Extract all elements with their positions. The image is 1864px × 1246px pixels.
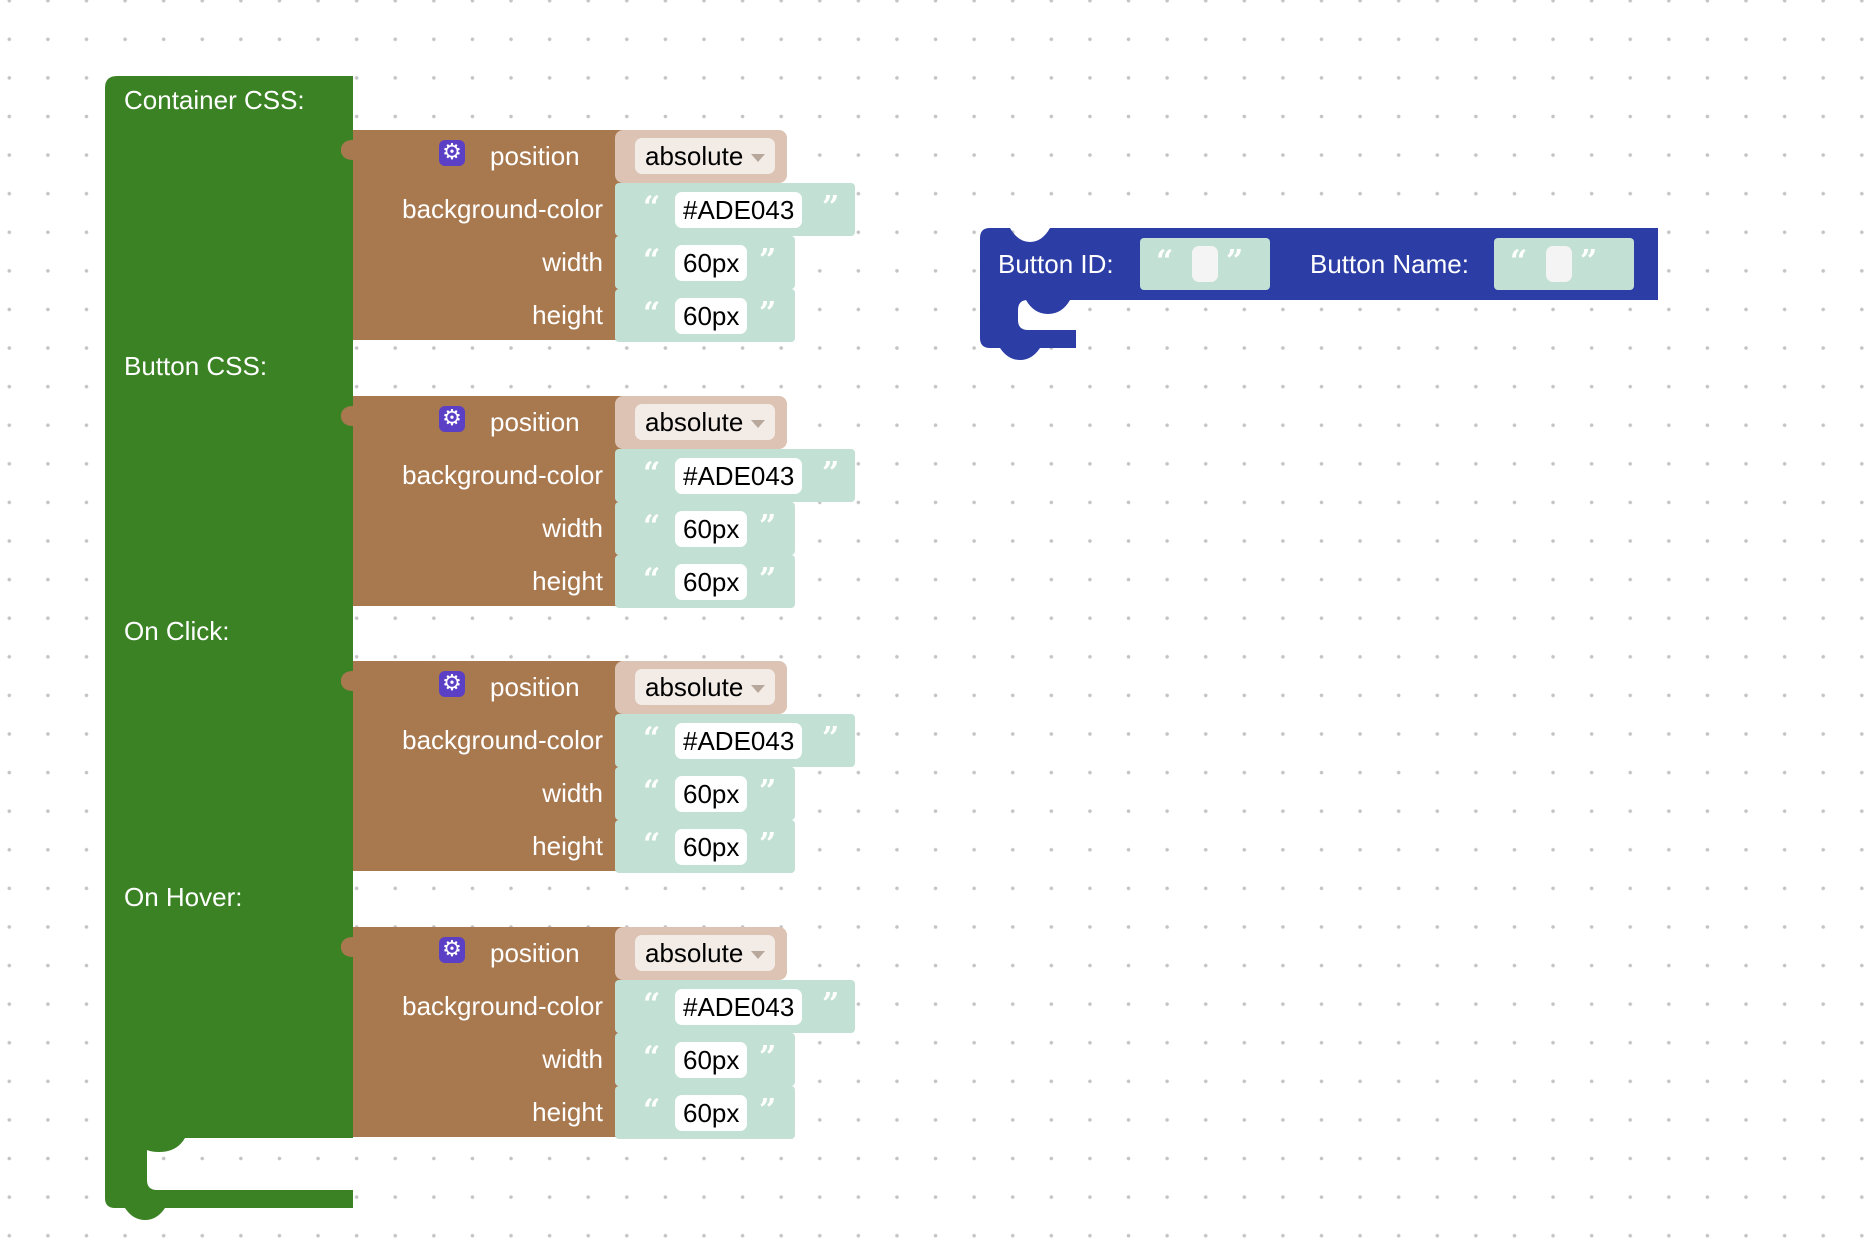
button-id-field[interactable]: [1192, 246, 1218, 282]
position-value: absolute: [645, 141, 744, 171]
width-label: width: [542, 778, 603, 808]
close-quote-icon: ”: [1226, 244, 1244, 279]
close-quote-icon: ”: [822, 190, 840, 225]
section-label: Container CSS:: [124, 85, 305, 115]
css-properties-block[interactable]: [341, 396, 623, 606]
open-quote-icon: “: [1510, 244, 1528, 279]
position-dropdown[interactable]: absolute: [635, 404, 776, 440]
css-properties-block[interactable]: [341, 661, 623, 871]
close-quote-icon: ”: [759, 509, 777, 544]
width-field[interactable]: 60px: [675, 776, 748, 812]
chevron-down-icon: [751, 154, 766, 163]
open-quote-icon: “: [643, 509, 661, 544]
position-value: absolute: [645, 407, 744, 437]
gear-icon[interactable]: ⚙: [439, 406, 465, 432]
width-label: width: [542, 247, 603, 277]
close-quote-icon: ”: [759, 827, 777, 862]
background-color-field[interactable]: #ADE043: [675, 989, 803, 1025]
background-color-label: background-color: [402, 725, 603, 755]
position-dropdown[interactable]: absolute: [635, 138, 776, 174]
button-id-label: Button ID:: [998, 249, 1114, 279]
gear-icon[interactable]: ⚙: [439, 140, 465, 166]
position-value: absolute: [645, 672, 744, 702]
close-quote-icon: ”: [759, 774, 777, 809]
open-quote-icon: “: [643, 296, 661, 331]
button-name-field[interactable]: [1546, 246, 1572, 282]
height-label: height: [532, 831, 603, 861]
position-label: position: [490, 938, 580, 968]
open-quote-icon: “: [643, 456, 661, 491]
open-quote-icon: “: [643, 190, 661, 225]
close-quote-icon: ”: [822, 456, 840, 491]
width-field[interactable]: 60px: [675, 245, 748, 281]
width-field[interactable]: 60px: [675, 1042, 748, 1078]
close-quote-icon: ”: [822, 721, 840, 756]
chevron-down-icon: [751, 951, 766, 960]
open-quote-icon: “: [643, 774, 661, 809]
close-quote-icon: ”: [759, 296, 777, 331]
height-field[interactable]: 60px: [675, 564, 748, 600]
close-quote-icon: ”: [759, 1093, 777, 1128]
open-quote-icon: “: [643, 721, 661, 756]
close-quote-icon: ”: [759, 562, 777, 597]
background-color-field[interactable]: #ADE043: [675, 192, 803, 228]
open-quote-icon: “: [643, 987, 661, 1022]
container-block[interactable]: [105, 76, 353, 1220]
close-quote-icon: ”: [759, 243, 777, 278]
gear-icon[interactable]: ⚙: [439, 671, 465, 697]
background-color-field[interactable]: #ADE043: [675, 458, 803, 494]
background-color-field[interactable]: #ADE043: [675, 723, 803, 759]
height-field[interactable]: 60px: [675, 298, 748, 334]
section-label: Button CSS:: [124, 351, 268, 381]
section-label: On Click:: [124, 616, 230, 646]
background-color-label: background-color: [402, 991, 603, 1021]
section-label: On Hover:: [124, 882, 243, 912]
width-label: width: [542, 513, 603, 543]
height-label: height: [532, 566, 603, 596]
open-quote-icon: “: [643, 1093, 661, 1128]
css-properties-block[interactable]: [341, 927, 623, 1137]
position-label: position: [490, 672, 580, 702]
open-quote-icon: “: [643, 827, 661, 862]
open-quote-icon: “: [643, 1040, 661, 1075]
background-color-label: background-color: [402, 460, 603, 490]
css-properties-block[interactable]: [341, 130, 623, 340]
close-quote-icon: ”: [822, 987, 840, 1022]
position-value: absolute: [645, 938, 744, 968]
button-name-label: Button Name:: [1310, 249, 1469, 279]
height-label: height: [532, 1097, 603, 1127]
close-quote-icon: ”: [1580, 244, 1598, 279]
chevron-down-icon: [751, 420, 766, 429]
background-color-label: background-color: [402, 194, 603, 224]
position-label: position: [490, 141, 580, 171]
width-label: width: [542, 1044, 603, 1074]
height-field[interactable]: 60px: [675, 829, 748, 865]
position-label: position: [490, 407, 580, 437]
position-dropdown[interactable]: absolute: [635, 935, 776, 971]
open-quote-icon: “: [1156, 244, 1174, 279]
open-quote-icon: “: [643, 562, 661, 597]
open-quote-icon: “: [643, 243, 661, 278]
close-quote-icon: ”: [759, 1040, 777, 1075]
width-field[interactable]: 60px: [675, 511, 748, 547]
gear-icon[interactable]: ⚙: [439, 937, 465, 963]
height-label: height: [532, 300, 603, 330]
chevron-down-icon: [751, 685, 766, 694]
position-dropdown[interactable]: absolute: [635, 669, 776, 705]
height-field[interactable]: 60px: [675, 1095, 748, 1131]
